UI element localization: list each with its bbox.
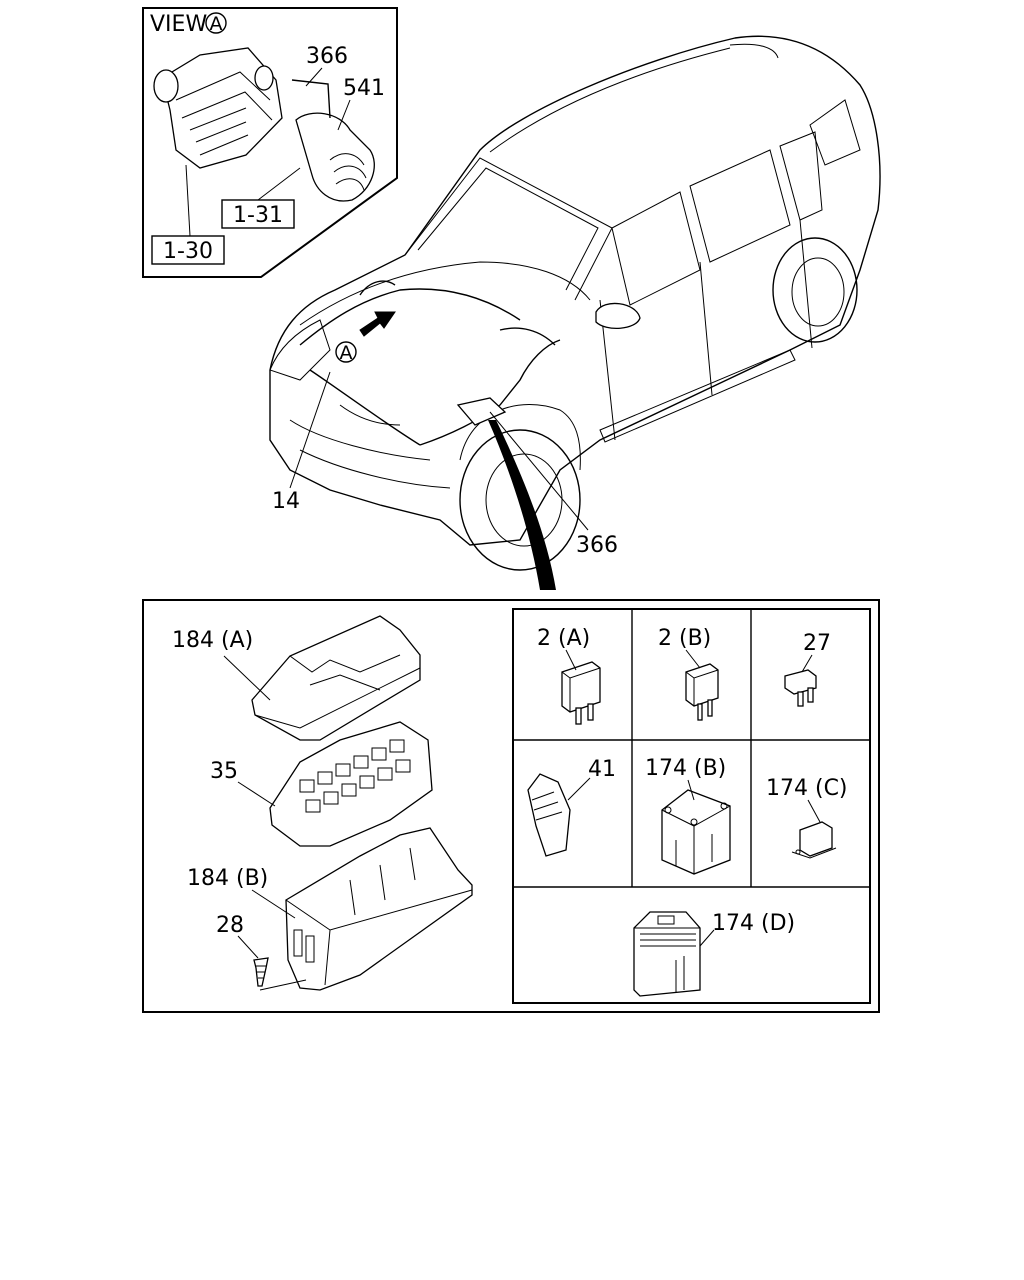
label-1-31: 1-31: [233, 203, 283, 228]
label-184-b: 184 (B): [187, 866, 268, 891]
parts-grid: [512, 608, 871, 1004]
label-27: 27: [803, 631, 831, 656]
label-184-a: 184 (A): [172, 628, 253, 653]
fusible-link-d-drawing: [633, 911, 701, 997]
air-cleaner-drawing: [153, 47, 283, 169]
fuse-block-drawing: [269, 721, 433, 847]
fuse-box-cover-drawing: [251, 615, 421, 741]
mini-fuse-drawing: [784, 669, 817, 707]
detail-box: [142, 599, 880, 1013]
callout-marker: A: [340, 342, 353, 364]
view-a-inset: VIEW A 366 541 1-31: [142, 7, 398, 278]
relay-b-drawing: [685, 663, 719, 721]
label-174-b: 174 (B): [645, 756, 726, 781]
label-35: 35: [210, 759, 238, 784]
detail-pointer: [488, 420, 556, 590]
label-2-a: 2 (A): [537, 626, 590, 651]
view-marker: A: [210, 13, 223, 35]
fusible-link-b-drawing: [661, 789, 731, 875]
relay-a-drawing: [561, 661, 601, 725]
fuse-puller-drawing: [527, 773, 571, 857]
label-2-b: 2 (B): [658, 626, 711, 651]
label-366-car: 366: [576, 533, 618, 558]
view-title: VIEW: [150, 12, 207, 37]
label-41: 41: [588, 757, 616, 782]
label-174-d: 174 (D): [712, 911, 795, 936]
fusible-link-c-drawing: [791, 821, 837, 859]
label-541: 541: [343, 76, 385, 101]
vehicle-drawing: A: [269, 35, 881, 571]
label-14: 14: [272, 489, 300, 514]
label-366-inset: 366: [306, 44, 348, 69]
intake-hose-drawing: [291, 79, 375, 202]
label-174-c: 174 (C): [766, 776, 848, 801]
label-28: 28: [216, 913, 244, 938]
fuse-box-lower-case-drawing: [285, 827, 473, 991]
screw-drawing: [253, 957, 307, 991]
label-1-30: 1-30: [163, 239, 213, 264]
